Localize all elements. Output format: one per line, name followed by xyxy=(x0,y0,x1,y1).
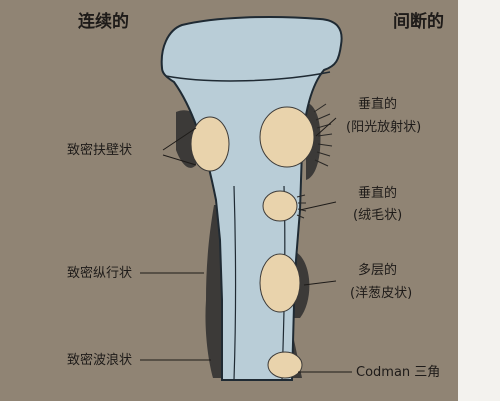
medullary-canal-left xyxy=(233,185,237,381)
longitudinal-reaction xyxy=(205,205,222,378)
bone-outline xyxy=(160,16,343,381)
label-solid-buttress: 致密扶壁状 xyxy=(67,143,133,158)
lesion-buttress xyxy=(190,116,230,172)
label-codman-triangle: Codman 三角 xyxy=(356,365,441,380)
label-hair-on-end: (绒毛状) xyxy=(353,208,403,223)
lesion-sunburst xyxy=(259,106,315,168)
lesion-codman xyxy=(267,351,303,379)
header-continuous: 连续的 xyxy=(78,12,129,32)
label-onion-skin: (洋葱皮状) xyxy=(350,286,413,301)
epiphyseal-line xyxy=(165,71,331,82)
label-multilayer: 多层的 xyxy=(358,263,398,278)
sunburst-spicules xyxy=(313,103,333,167)
label-vertical-1: 垂直的 xyxy=(358,97,398,112)
paper-margin xyxy=(458,0,500,401)
label-solid-longitudinal: 致密纵行状 xyxy=(67,266,133,281)
label-vertical-2: 垂直的 xyxy=(358,186,398,201)
label-solid-wavy: 致密波浪状 xyxy=(67,353,133,368)
label-sunburst: (阳光放射状) xyxy=(346,120,422,135)
lesion-hair-on-end xyxy=(262,190,298,222)
header-interrupted: 间断的 xyxy=(393,12,444,32)
lesion-onion-skin xyxy=(259,253,301,313)
pointer-lines xyxy=(140,117,352,373)
